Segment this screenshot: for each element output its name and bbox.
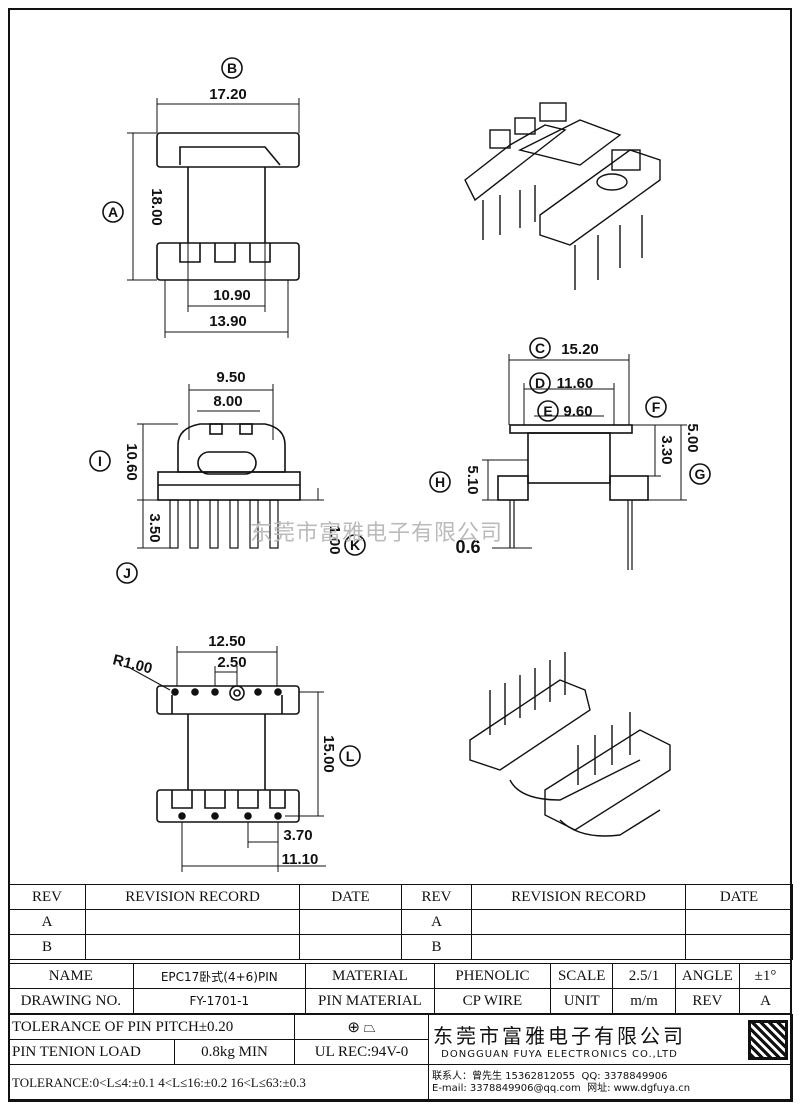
- label-l: L: [346, 748, 355, 764]
- dim-front-pin: 3.50: [146, 513, 163, 542]
- qq-number: QQ: 3378849906: [581, 1071, 668, 1082]
- label-j: J: [123, 565, 131, 581]
- dim-front-w2: 8.00: [213, 393, 242, 410]
- dim-side-c: 15.20: [561, 341, 599, 358]
- rev-row-a: A: [8, 909, 86, 935]
- dim-side-d: 11.60: [557, 375, 594, 392]
- label-k: K: [350, 537, 360, 553]
- scale-value: 2.5/1: [612, 963, 676, 989]
- rev-row-b-2: B: [401, 934, 472, 960]
- contact-info: 联系人：曾先生 15362812055 QQ: 3378849906 E-mai…: [428, 1064, 793, 1102]
- dim-front-h: 10.60: [123, 443, 140, 481]
- material-value: PHENOLIC: [433, 963, 552, 989]
- date-header: DATE: [299, 884, 402, 910]
- angle-label: ANGLE: [674, 963, 741, 989]
- pin-material-label: PIN MATERIAL: [304, 988, 435, 1014]
- top-view: [102, 57, 300, 338]
- label-h: H: [435, 474, 445, 490]
- dim-bot-r: R1.00: [111, 651, 154, 677]
- ul-rec: UL REC:94V-0: [294, 1039, 429, 1065]
- dim-side-h: 5.10: [464, 465, 481, 494]
- drawing-views: 17.20 18.00 10.90 13.90 B A: [89, 57, 711, 872]
- iso-view-bottom: [469, 652, 671, 837]
- contact-person: 联系人：曾先生 15362812055: [432, 1071, 576, 1082]
- dim-top-height: 18.00: [148, 188, 165, 226]
- pin-material-value: CP WIRE: [433, 988, 552, 1014]
- watermark: 东莞市富雅电子有限公司: [250, 521, 504, 546]
- dim-bot-h: 15.00: [320, 735, 337, 773]
- rev-header: REV: [8, 884, 86, 910]
- drawing-label: DRAWING NO.: [8, 988, 134, 1014]
- company-info: 东莞市富雅电子有限公司 DONGGUAN FUYA ELECTRONICS CO…: [428, 1014, 793, 1065]
- angle-value: ±1°: [739, 963, 792, 989]
- front-view: [89, 384, 366, 584]
- record-header: REVISION RECORD: [85, 884, 300, 910]
- unit-label: UNIT: [550, 988, 614, 1014]
- title-block: REV REVISION RECORD DATE REV REVISION RE…: [8, 884, 793, 1102]
- company-name-cn: 东莞市富雅电子有限公司: [433, 1023, 686, 1048]
- label-c: C: [535, 340, 545, 356]
- dim-side-e: 9.60: [563, 403, 592, 420]
- projection-symbol: ⊕ ⏢: [294, 1014, 429, 1040]
- general-tolerance: TOLERANCE:0<L≤4:±0.1 4<L≤16:±0.2 16<L≤63…: [8, 1064, 429, 1102]
- iso-view-top: [464, 102, 661, 290]
- label-d: D: [535, 375, 545, 391]
- bottom-view: [129, 646, 361, 872]
- label-g: G: [695, 466, 706, 482]
- label-e: E: [543, 403, 552, 419]
- unit-value: m/m: [612, 988, 676, 1014]
- side-view: [429, 337, 711, 570]
- name-value: EPC17卧式(4+6)PIN: [132, 963, 306, 989]
- dim-side-g: 5.00: [684, 423, 701, 452]
- pin-load-label: PIN TENION LOAD: [8, 1039, 175, 1065]
- company-table: TOLERANCE OF PIN PITCH±0.20 ⊕ ⏢ 东莞市富雅电子有…: [8, 1014, 793, 1102]
- qr-code-icon: [748, 1019, 788, 1060]
- dim-bot-w2: 2.50: [217, 654, 246, 671]
- rev-header-2: REV: [401, 884, 472, 910]
- label-f: F: [652, 399, 661, 415]
- rev-label: REV: [674, 988, 741, 1014]
- rev-row-a-2: A: [401, 909, 472, 935]
- material-label: MATERIAL: [304, 963, 435, 989]
- dim-side-pin: 0.6: [455, 537, 480, 557]
- dim-side-f: 3.30: [658, 435, 675, 464]
- dim-top-inner: 10.90: [213, 287, 251, 304]
- dim-bot-b1: 3.70: [283, 827, 312, 844]
- label-b: B: [227, 60, 237, 76]
- dim-front-w1: 9.50: [216, 369, 245, 386]
- dim-top-outer: 13.90: [209, 313, 247, 330]
- scale-label: SCALE: [550, 963, 614, 989]
- dim-bot-w1: 12.50: [208, 633, 246, 650]
- website: 网址: www.dgfuya.cn: [587, 1083, 691, 1094]
- rev-value: A: [739, 988, 792, 1014]
- rev-row-b: B: [8, 934, 86, 960]
- company-name-en: DONGGUAN FUYA ELECTRONICS CO.,LTD: [441, 1048, 678, 1060]
- dim-bot-b2: 11.10: [282, 851, 319, 868]
- record-header-2: REVISION RECORD: [471, 884, 686, 910]
- name-label: NAME: [8, 963, 134, 989]
- email: E-mail: 3378849906@qq.com: [432, 1083, 581, 1094]
- label-i: I: [98, 453, 102, 469]
- dim-top-width: 17.20: [209, 86, 247, 103]
- projection-circle-icon: ⊕: [347, 1019, 360, 1036]
- pin-load-value: 0.8kg MIN: [174, 1039, 295, 1065]
- spec-table: NAME EPC17卧式(4+6)PIN MATERIAL PHENOLIC S…: [8, 963, 792, 1014]
- drawing-value: FY-1701-1: [132, 988, 306, 1014]
- label-a: A: [108, 204, 118, 220]
- dim-front-k: 1.00: [326, 525, 343, 554]
- date-header-2: DATE: [685, 884, 793, 910]
- revision-table: REV REVISION RECORD DATE REV REVISION RE…: [8, 884, 793, 960]
- pitch-tolerance: TOLERANCE OF PIN PITCH±0.20: [8, 1014, 295, 1040]
- projection-cone-icon: ⏢: [363, 1019, 376, 1036]
